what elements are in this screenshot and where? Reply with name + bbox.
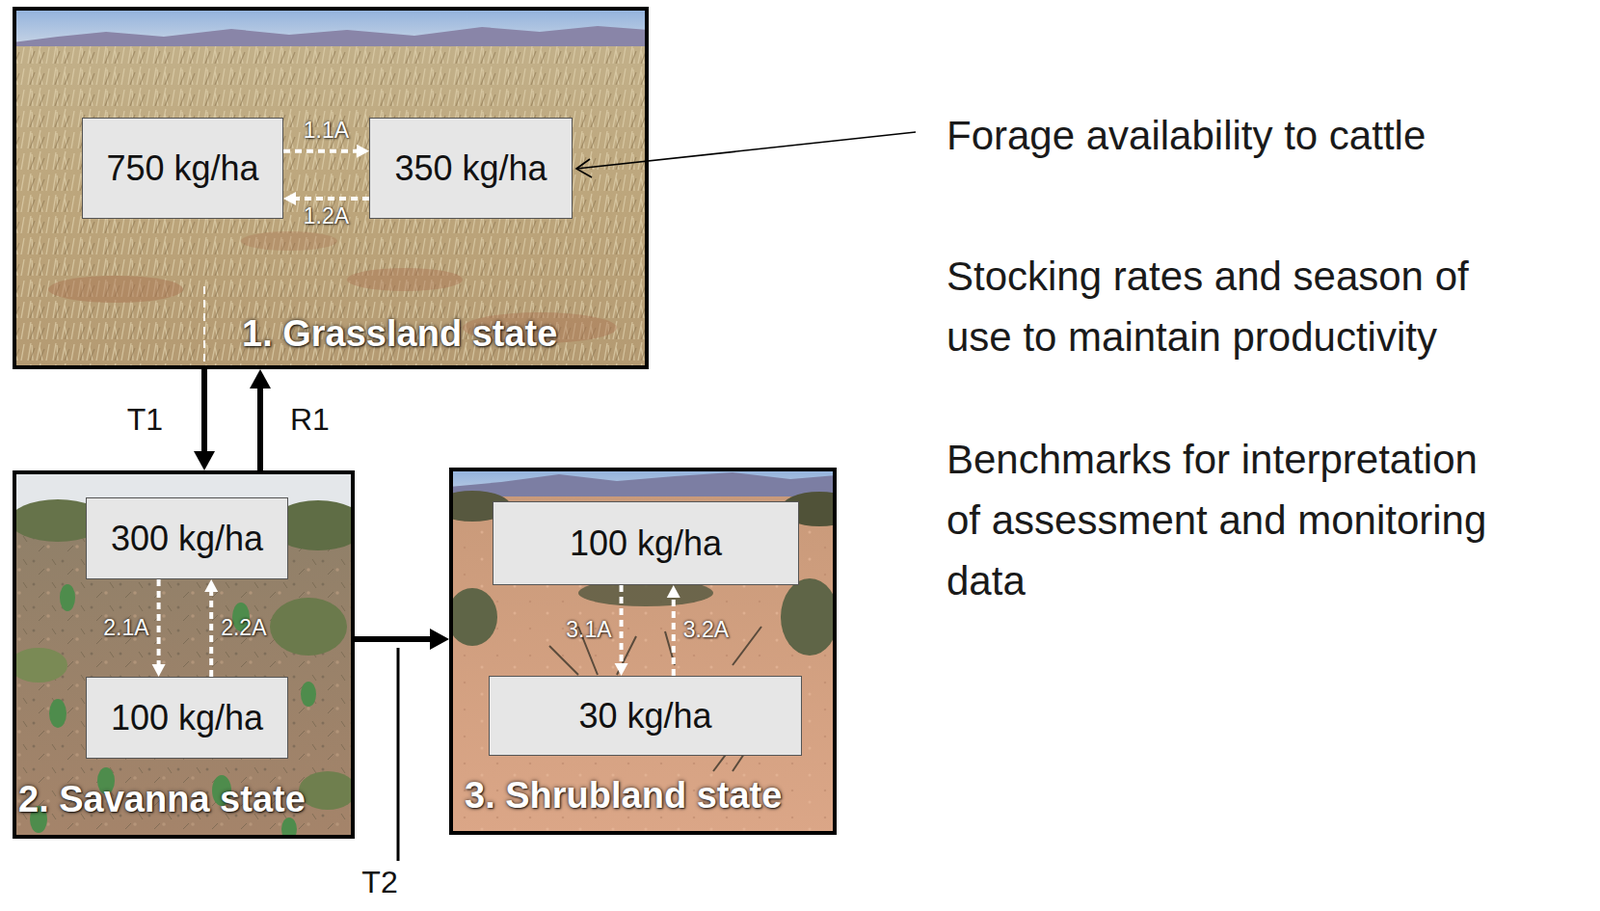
community-phase-box: 750 kg/ha xyxy=(81,117,284,219)
leader-tip xyxy=(576,159,592,178)
leader-line xyxy=(576,132,916,169)
arrow-head xyxy=(204,579,218,592)
pathway-label: 1.2A xyxy=(303,204,349,229)
pathway-label: 1.1A xyxy=(303,118,349,143)
community-phase-box: 100 kg/ha xyxy=(492,501,800,586)
annotation-text: Stocking rates and season of use to main… xyxy=(946,245,1506,368)
state-transition xyxy=(201,369,208,455)
transition-label: R1 xyxy=(290,402,330,437)
phase-pathway xyxy=(293,196,370,201)
pathway-label: 2.2A xyxy=(220,615,267,640)
arrow-head xyxy=(666,585,681,598)
phase-pathway xyxy=(157,579,161,667)
pathway-label: 2.1A xyxy=(103,615,149,640)
leader-line xyxy=(397,647,400,861)
state-box: 1. Grassland state 750 kg/ha 350 kg/ha xyxy=(12,6,649,370)
arrow-head xyxy=(152,664,166,677)
state-transition xyxy=(354,636,434,642)
pathway-label: 3.2A xyxy=(683,617,729,642)
production-value: 750 kg/ha xyxy=(106,148,259,189)
community-phase-box: 30 kg/ha xyxy=(488,675,802,756)
arrow-head xyxy=(614,663,629,676)
annotation-text: Forage availability to cattle xyxy=(946,105,1506,166)
phase-pathway xyxy=(209,588,214,677)
transition-label: T1 xyxy=(127,402,163,437)
state-box: 3. Shrubland state 100 kg/ha 30 kg/ha xyxy=(449,467,837,835)
state-title: 2. Savanna state xyxy=(18,778,306,822)
transition-label: T2 xyxy=(361,865,398,900)
state-title: 1. Grassland state xyxy=(241,313,558,356)
state-transition xyxy=(257,384,264,471)
phase-pathway xyxy=(671,594,676,676)
arrow-head xyxy=(283,191,296,206)
state-title: 3. Shrubland state xyxy=(464,774,782,818)
community-phase-box: 350 kg/ha xyxy=(369,117,573,219)
community-phase-box: 300 kg/ha xyxy=(85,497,289,580)
state-box: 2. Savanna state 300 kg/ha 100 kg/ha xyxy=(12,470,355,839)
community-phase-box: 100 kg/ha xyxy=(85,676,289,759)
arrow-head xyxy=(429,628,450,650)
production-value: 100 kg/ha xyxy=(569,523,722,564)
pathway-label: 3.1A xyxy=(565,617,612,642)
production-value: 100 kg/ha xyxy=(110,697,264,739)
phase-pathway xyxy=(619,585,624,667)
annotation-text: Benchmarks for interpretation of assessm… xyxy=(946,428,1506,612)
production-value: 350 kg/ha xyxy=(394,148,547,189)
production-value: 300 kg/ha xyxy=(110,518,264,560)
arrow-head xyxy=(356,144,370,159)
production-value: 30 kg/ha xyxy=(578,695,712,737)
arrow-head xyxy=(249,369,271,389)
phase-pathway xyxy=(283,149,360,154)
arrow-head xyxy=(193,451,215,471)
